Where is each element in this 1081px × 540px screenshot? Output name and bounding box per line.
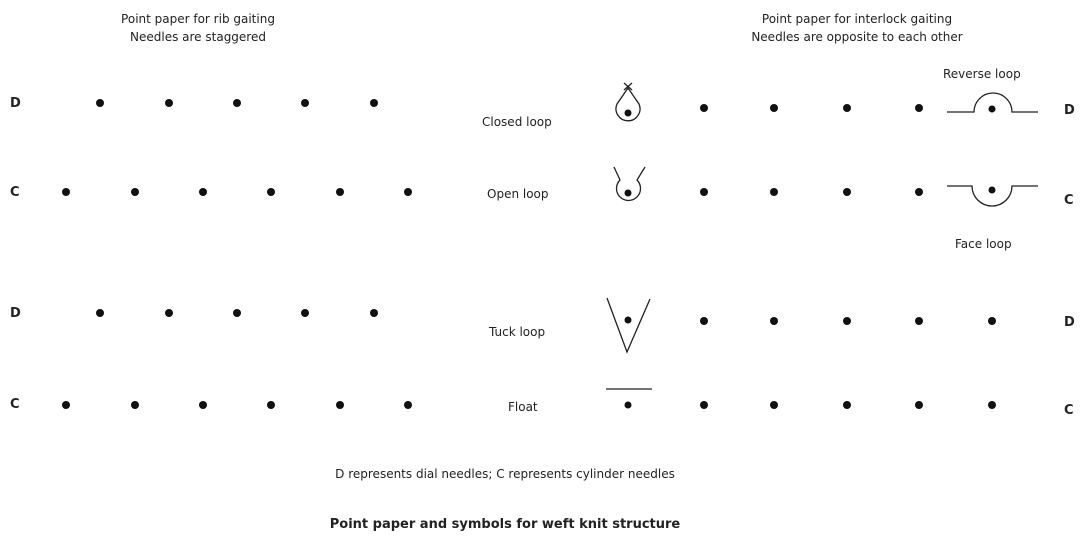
face-loop-label: Face loop xyxy=(955,237,1012,251)
needle-dot xyxy=(199,401,207,409)
needle-dot xyxy=(770,317,778,325)
rib-title: Point paper for rib gaiting xyxy=(121,12,275,26)
open-loop-symbol xyxy=(613,166,646,202)
face-loop-symbol xyxy=(947,185,1038,207)
needle-dot xyxy=(700,317,708,325)
needle-dot xyxy=(267,401,275,409)
needle-dot xyxy=(843,188,851,196)
needle-dot xyxy=(915,104,923,112)
rib-needle-dots xyxy=(62,99,412,409)
closed-loop-symbol xyxy=(615,82,641,122)
interlock-needle-dots xyxy=(700,104,996,409)
needle-dot xyxy=(915,317,923,325)
needle-dot xyxy=(770,104,778,112)
needle-dot xyxy=(770,401,778,409)
needle-dot xyxy=(915,188,923,196)
rib-subtitle: Needles are staggered xyxy=(130,30,266,44)
interlock-row-label-cylinder: C xyxy=(1064,193,1074,208)
needle-dot xyxy=(96,99,104,107)
needle-dot xyxy=(233,309,241,317)
closed-loop-label: Closed loop xyxy=(482,115,552,129)
needle-dot xyxy=(336,188,344,196)
interlock-row-label-dial: D xyxy=(1064,103,1075,118)
needle-dot xyxy=(336,401,344,409)
needle-dot xyxy=(131,188,139,196)
needle-dot xyxy=(267,188,275,196)
needle-dot xyxy=(700,401,708,409)
needle-dot xyxy=(199,188,207,196)
needle-dot xyxy=(370,309,378,317)
reverse-loop-symbol xyxy=(947,92,1038,113)
needle-dot xyxy=(62,188,70,196)
needle-dot xyxy=(165,99,173,107)
needle-dot xyxy=(988,401,996,409)
figure-caption: Point paper and symbols for weft knit st… xyxy=(329,517,681,532)
interlock-row-label-dial: D xyxy=(1064,315,1075,330)
reverse-loop-label: Reverse loop xyxy=(943,67,1021,81)
tuck-loop-symbol xyxy=(606,297,651,354)
needle-dot xyxy=(370,99,378,107)
needle-dot xyxy=(843,317,851,325)
interlock-title: Point paper for interlock gaiting xyxy=(761,12,953,26)
tuck-loop-label: Tuck loop xyxy=(489,325,546,339)
needle-dot xyxy=(988,317,996,325)
needle-dot xyxy=(165,309,173,317)
rib-row-label-cylinder: C xyxy=(10,185,20,200)
rib-row-label-dial: D xyxy=(10,306,21,321)
needle-dot xyxy=(770,188,778,196)
needle-dot xyxy=(96,309,104,317)
needle-dot xyxy=(404,188,412,196)
needle-dot xyxy=(301,309,309,317)
needle-dot xyxy=(233,99,241,107)
needle-dot xyxy=(915,401,923,409)
needle-dot xyxy=(62,401,70,409)
float-symbol xyxy=(606,388,652,409)
needle-dot xyxy=(404,401,412,409)
float-label: Float xyxy=(508,400,538,414)
needle-dot xyxy=(700,104,708,112)
interlock-row-label-cylinder: C xyxy=(1064,403,1074,418)
rib-row-label-cylinder: C xyxy=(10,397,20,412)
legend-text: D represents dial needles; C represents … xyxy=(335,467,675,481)
needle-dot xyxy=(131,401,139,409)
open-loop-label: Open loop xyxy=(487,187,549,201)
interlock-subtitle: Needles are opposite to each other xyxy=(751,30,963,44)
needle-dot xyxy=(843,104,851,112)
needle-dot xyxy=(700,188,708,196)
rib-row-label-dial: D xyxy=(10,96,21,111)
needle-dot xyxy=(301,99,309,107)
needle-dot xyxy=(843,401,851,409)
